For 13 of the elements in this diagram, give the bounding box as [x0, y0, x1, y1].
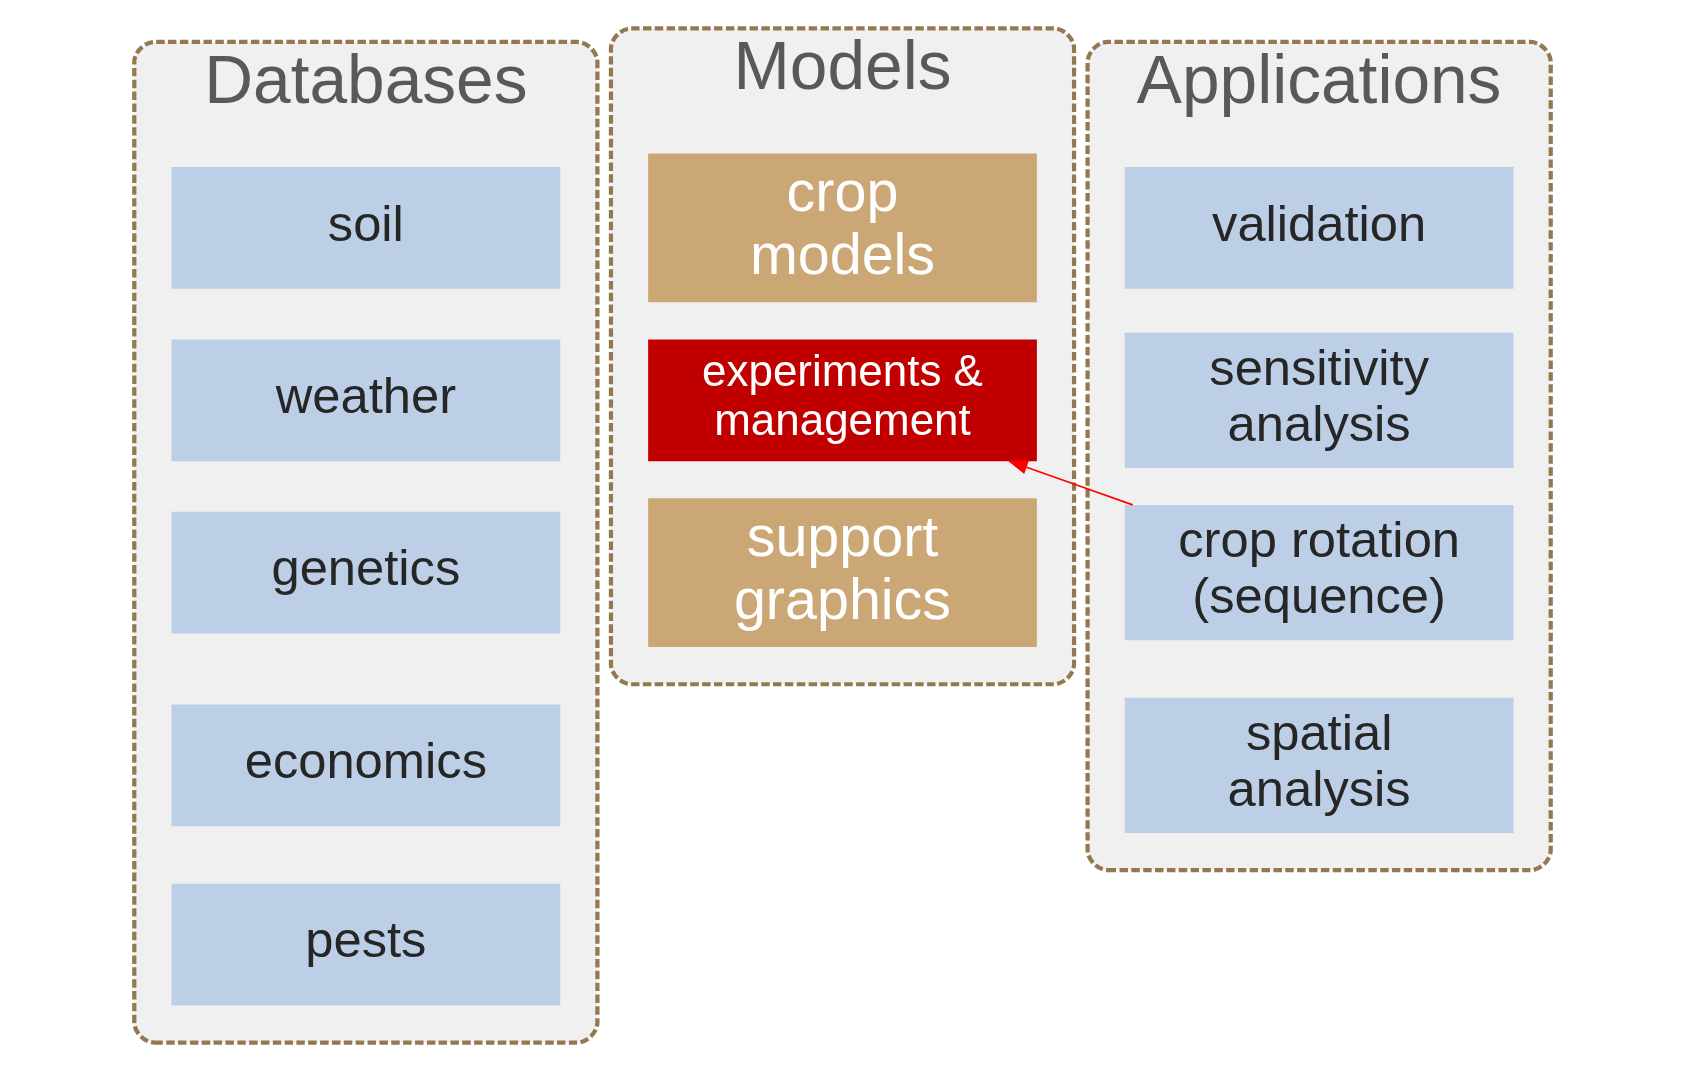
node-box: pests	[170, 883, 560, 1006]
node-box: soil	[170, 167, 560, 289]
node-box: support graphics	[647, 498, 1037, 648]
arrow	[1007, 460, 1133, 506]
node-box: crop rotation (sequence)	[1124, 505, 1514, 641]
node-box: spatial analysis	[1124, 697, 1514, 833]
node-box: economics	[170, 704, 560, 827]
node-box: weather	[170, 339, 560, 462]
node-box: experiments & management	[647, 339, 1037, 462]
node-box: sensitivity analysis	[1124, 332, 1514, 468]
node-box: crop models	[647, 153, 1037, 303]
node-box: validation	[1124, 167, 1514, 289]
node-box: genetics	[170, 511, 560, 634]
